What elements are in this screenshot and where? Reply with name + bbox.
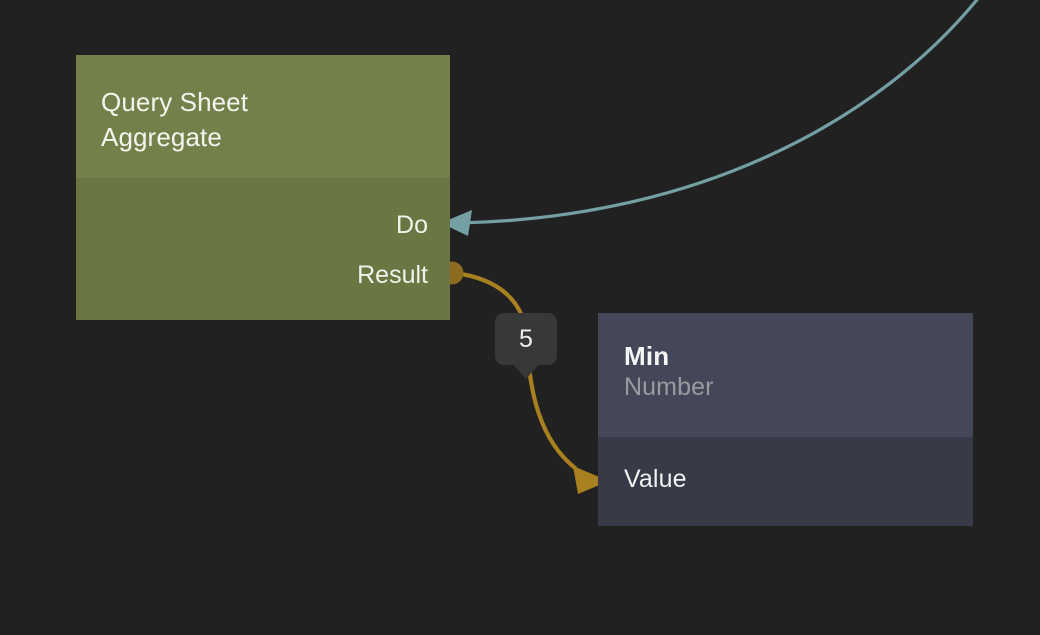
- node-title: Min: [624, 341, 670, 371]
- exec-wire-path: [456, 0, 979, 225]
- node-body-min-number: Value: [598, 437, 973, 526]
- pin-label-do[interactable]: Do: [396, 211, 428, 239]
- node-body-query-sheet-aggregate: Do Result: [76, 178, 450, 320]
- node-header-query-sheet-aggregate[interactable]: Query Sheet Aggregate: [76, 55, 450, 178]
- node-title: Query Sheet Aggregate: [101, 87, 249, 152]
- node-subtitle: Number: [624, 373, 714, 401]
- wire-value-badge-text: 5: [519, 324, 533, 353]
- pin-label-result[interactable]: Result: [357, 261, 428, 289]
- node-min-number[interactable]: Min Number Value: [598, 313, 973, 526]
- pin-label-value[interactable]: Value: [624, 465, 687, 493]
- node-header-min-number[interactable]: Min Number: [598, 313, 973, 437]
- node-query-sheet-aggregate[interactable]: Query Sheet Aggregate Do Result: [76, 55, 450, 320]
- wire-value-badge-tail: [511, 362, 541, 379]
- wire-value-badge[interactable]: 5: [495, 313, 557, 365]
